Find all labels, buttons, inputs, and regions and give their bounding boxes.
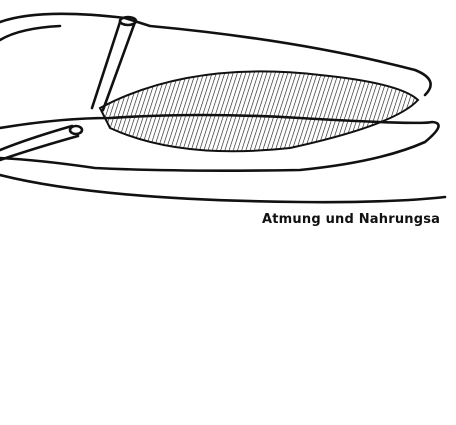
top-chin-outline	[0, 175, 445, 202]
top-hatched-mass	[100, 71, 418, 151]
top-panel	[0, 14, 445, 202]
figure-caption: Atmung und Nahrungsa	[262, 212, 440, 227]
top-branch-tube	[0, 126, 82, 160]
top-upper-outline-left	[0, 26, 60, 40]
